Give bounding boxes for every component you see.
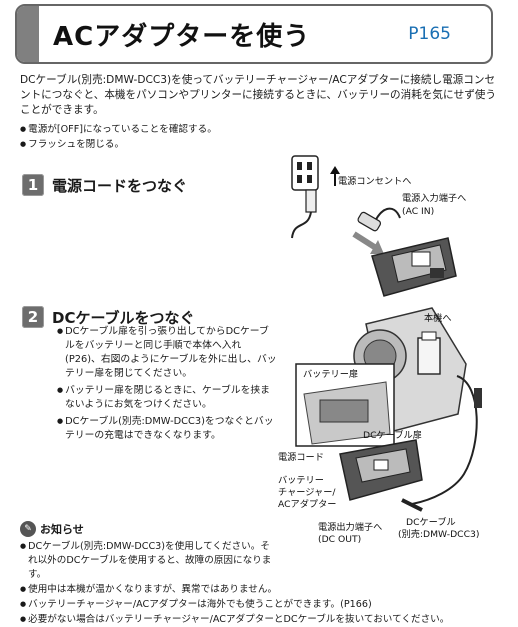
dc-cable-label: DCケーブル [406, 517, 456, 528]
dc-out-label: 電源出力端子へ [318, 522, 383, 533]
step-2-heading: 2 DCケーブルをつなぐ [22, 306, 195, 328]
camera-label: 本機へ [424, 313, 452, 324]
header-tab [17, 6, 39, 62]
dc-plug-icon [401, 498, 423, 512]
dc-cable-line [411, 375, 478, 505]
charger-icon [371, 237, 457, 297]
notes-list: DCケーブル(別売:DMW-DCC3)を使用してください。それ以外のDCケーブル… [20, 539, 510, 627]
note-item: DCケーブル(別売:DMW-DCC3)を使用してください。それ以外のDCケーブル… [20, 539, 278, 582]
dc-cable-illustration [295, 307, 482, 512]
ac-in-sublabel: (AC IN) [402, 206, 435, 217]
step-label: DCケーブルをつなぐ [52, 308, 195, 327]
intro-section: DCケーブル(別売:DMW-DCC3)を使ってバッテリーチャージャー/ACアダプ… [20, 73, 498, 152]
step-2-instructions: DCケーブル扉を引っ張り出してからDCケーブルをバッテリーと同じ手順で本体へ入れ… [57, 324, 277, 445]
ac-in-label: 電源入力端子へ [402, 193, 467, 204]
insert-arrow-icon [352, 231, 378, 251]
dc-cable-door-label: DCケーブル扉 [363, 430, 422, 441]
arrow-up-icon [330, 166, 340, 186]
battery-door-label: バッテリー扉 [303, 369, 359, 380]
dc-cable-sublabel: (別売:DMW-DCC3) [398, 529, 480, 540]
power-cord-illustration [291, 155, 457, 297]
page-header: ACアダプターを使う P165 [15, 4, 493, 64]
instruction-item: DCケーブル扉を引っ張り出してからDCケーブルをバッテリーと同じ手順で本体へ入れ… [57, 324, 277, 381]
instruction-item: DCケーブル(別売:DMW-DCC3)をつなぐとバッテリーの充電はできなくなりま… [57, 414, 277, 443]
cord-connector-icon [357, 211, 382, 232]
wall-outlet-icon [291, 155, 319, 191]
note-item: バッテリーチャージャー/ACアダプターは海外でも使うことができます。(P166) [20, 597, 510, 612]
power-cord-label: 電源コード [278, 452, 324, 463]
note-item: 必要がない場合はバッテリーチャージャー/ACアダプターとDCケーブルを抜いておい… [20, 612, 510, 627]
instruction-item: バッテリー扉を閉じるときに、ケーブルを挟まないようにお気をつけください。 [57, 383, 277, 412]
step-label: 電源コードをつなぐ [52, 176, 188, 195]
charger-label-line1: バッテリー [278, 475, 324, 486]
notes-heading: ✎ お知らせ [20, 521, 84, 537]
charger-icon [339, 439, 423, 501]
charger-label-line3: ACアダプター [278, 499, 337, 510]
intro-text: DCケーブル(別売:DMW-DCC3)を使ってバッテリーチャージャー/ACアダプ… [20, 74, 496, 116]
intro-bullet: 電源が[OFF]になっていることを確認する。 [20, 122, 498, 137]
step-1-heading: 1 電源コードをつなぐ [22, 174, 187, 196]
intro-bullet: フラッシュを閉じる。 [20, 137, 498, 152]
dc-out-sublabel: (DC OUT) [318, 534, 362, 545]
note-item: 使用中は本機が温かくなりますが、異常ではありません。 [20, 582, 510, 597]
intro-bullets: 電源が[OFF]になっていることを確認する。 フラッシュを閉じる。 [20, 122, 498, 152]
outlet-label: 電源コンセントへ [338, 176, 412, 187]
step-number: 1 [22, 174, 44, 196]
charger-label-line2: チャージャー/ [278, 487, 336, 498]
power-plug-icon [291, 189, 317, 239]
notes-heading-text: お知らせ [40, 523, 84, 536]
page-reference-link[interactable]: P165 [408, 24, 451, 44]
page-title: ACアダプターを使う [53, 22, 311, 52]
ferrite-core-icon [474, 388, 482, 408]
battery-icon [417, 331, 441, 375]
pencil-icon: ✎ [20, 521, 36, 537]
step-number: 2 [22, 306, 44, 328]
